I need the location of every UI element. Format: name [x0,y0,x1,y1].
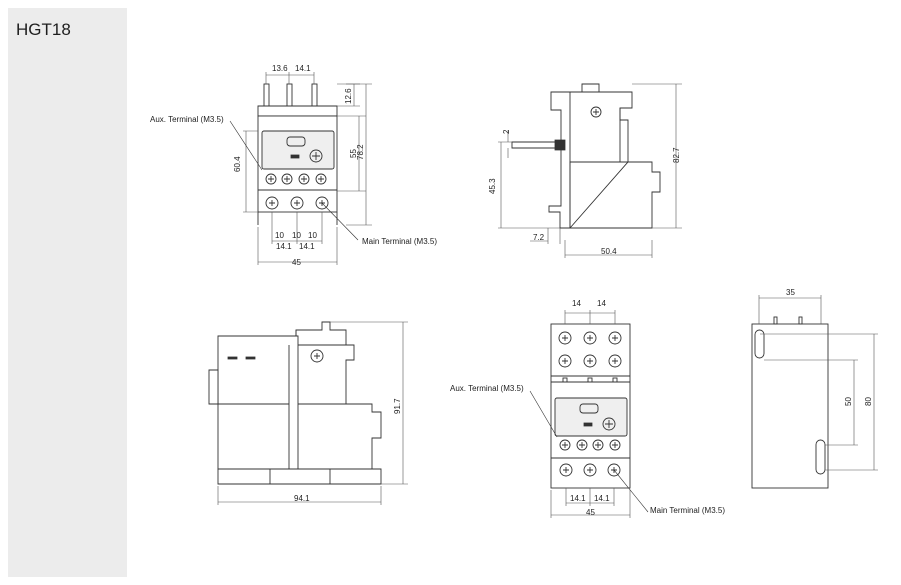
dim-front-b-14-1b: 14.1 [594,494,610,503]
aux-terminal-label-bottom: Aux. Terminal (M3.5) [450,384,524,393]
main-terminal-label-top: Main Terminal (M3.5) [362,237,437,246]
dim-front-10a: 10 [275,231,284,240]
dim-front-14-1: 14.1 [295,64,311,73]
dim-front-10b: 10 [292,231,301,240]
dim-front-14-1b: 14.1 [299,242,315,251]
dim-side-45-3: 45.3 [488,178,497,194]
side-view-bottom [208,321,408,505]
dim-front-b-14b: 14 [597,299,606,308]
dim-side-94-1: 94.1 [294,494,310,503]
dim-front-45: 45 [292,258,301,267]
aux-terminal-label-top: Aux. Terminal (M3.5) [150,115,224,124]
dim-side-7-2: 7.2 [533,233,545,242]
front-view-top [243,72,372,265]
side-view-top [498,83,682,258]
dim-front-60-4: 60.4 [233,156,242,172]
dim-front-14-1a: 14.1 [276,242,292,251]
dim-side-50-4: 50.4 [601,247,617,256]
dim-front-b-45: 45 [586,508,595,517]
dim-front-b-14-1a: 14.1 [570,494,586,503]
back-view [751,295,878,489]
dim-front-78-2: 78.2 [356,144,365,160]
main-terminal-label-bottom: Main Terminal (M3.5) [650,506,725,515]
model-title: HGT18 [16,20,71,39]
dim-front-55: 55 [349,149,358,158]
dim-side-2: 2 [502,129,511,134]
front-view-bottom [550,310,631,518]
dim-front-b-14a: 14 [572,299,581,308]
dim-front-10c: 10 [308,231,317,240]
dim-side-82-7: 82.7 [672,147,681,163]
dim-side-91-7: 91.7 [393,398,402,414]
dim-back-80: 80 [864,397,873,406]
dim-back-50: 50 [844,397,853,406]
dim-back-35: 35 [786,288,795,297]
sidebar-panel [8,8,127,577]
dim-front-12-6: 12.6 [344,88,353,104]
dim-front-13-6: 13.6 [272,64,288,73]
